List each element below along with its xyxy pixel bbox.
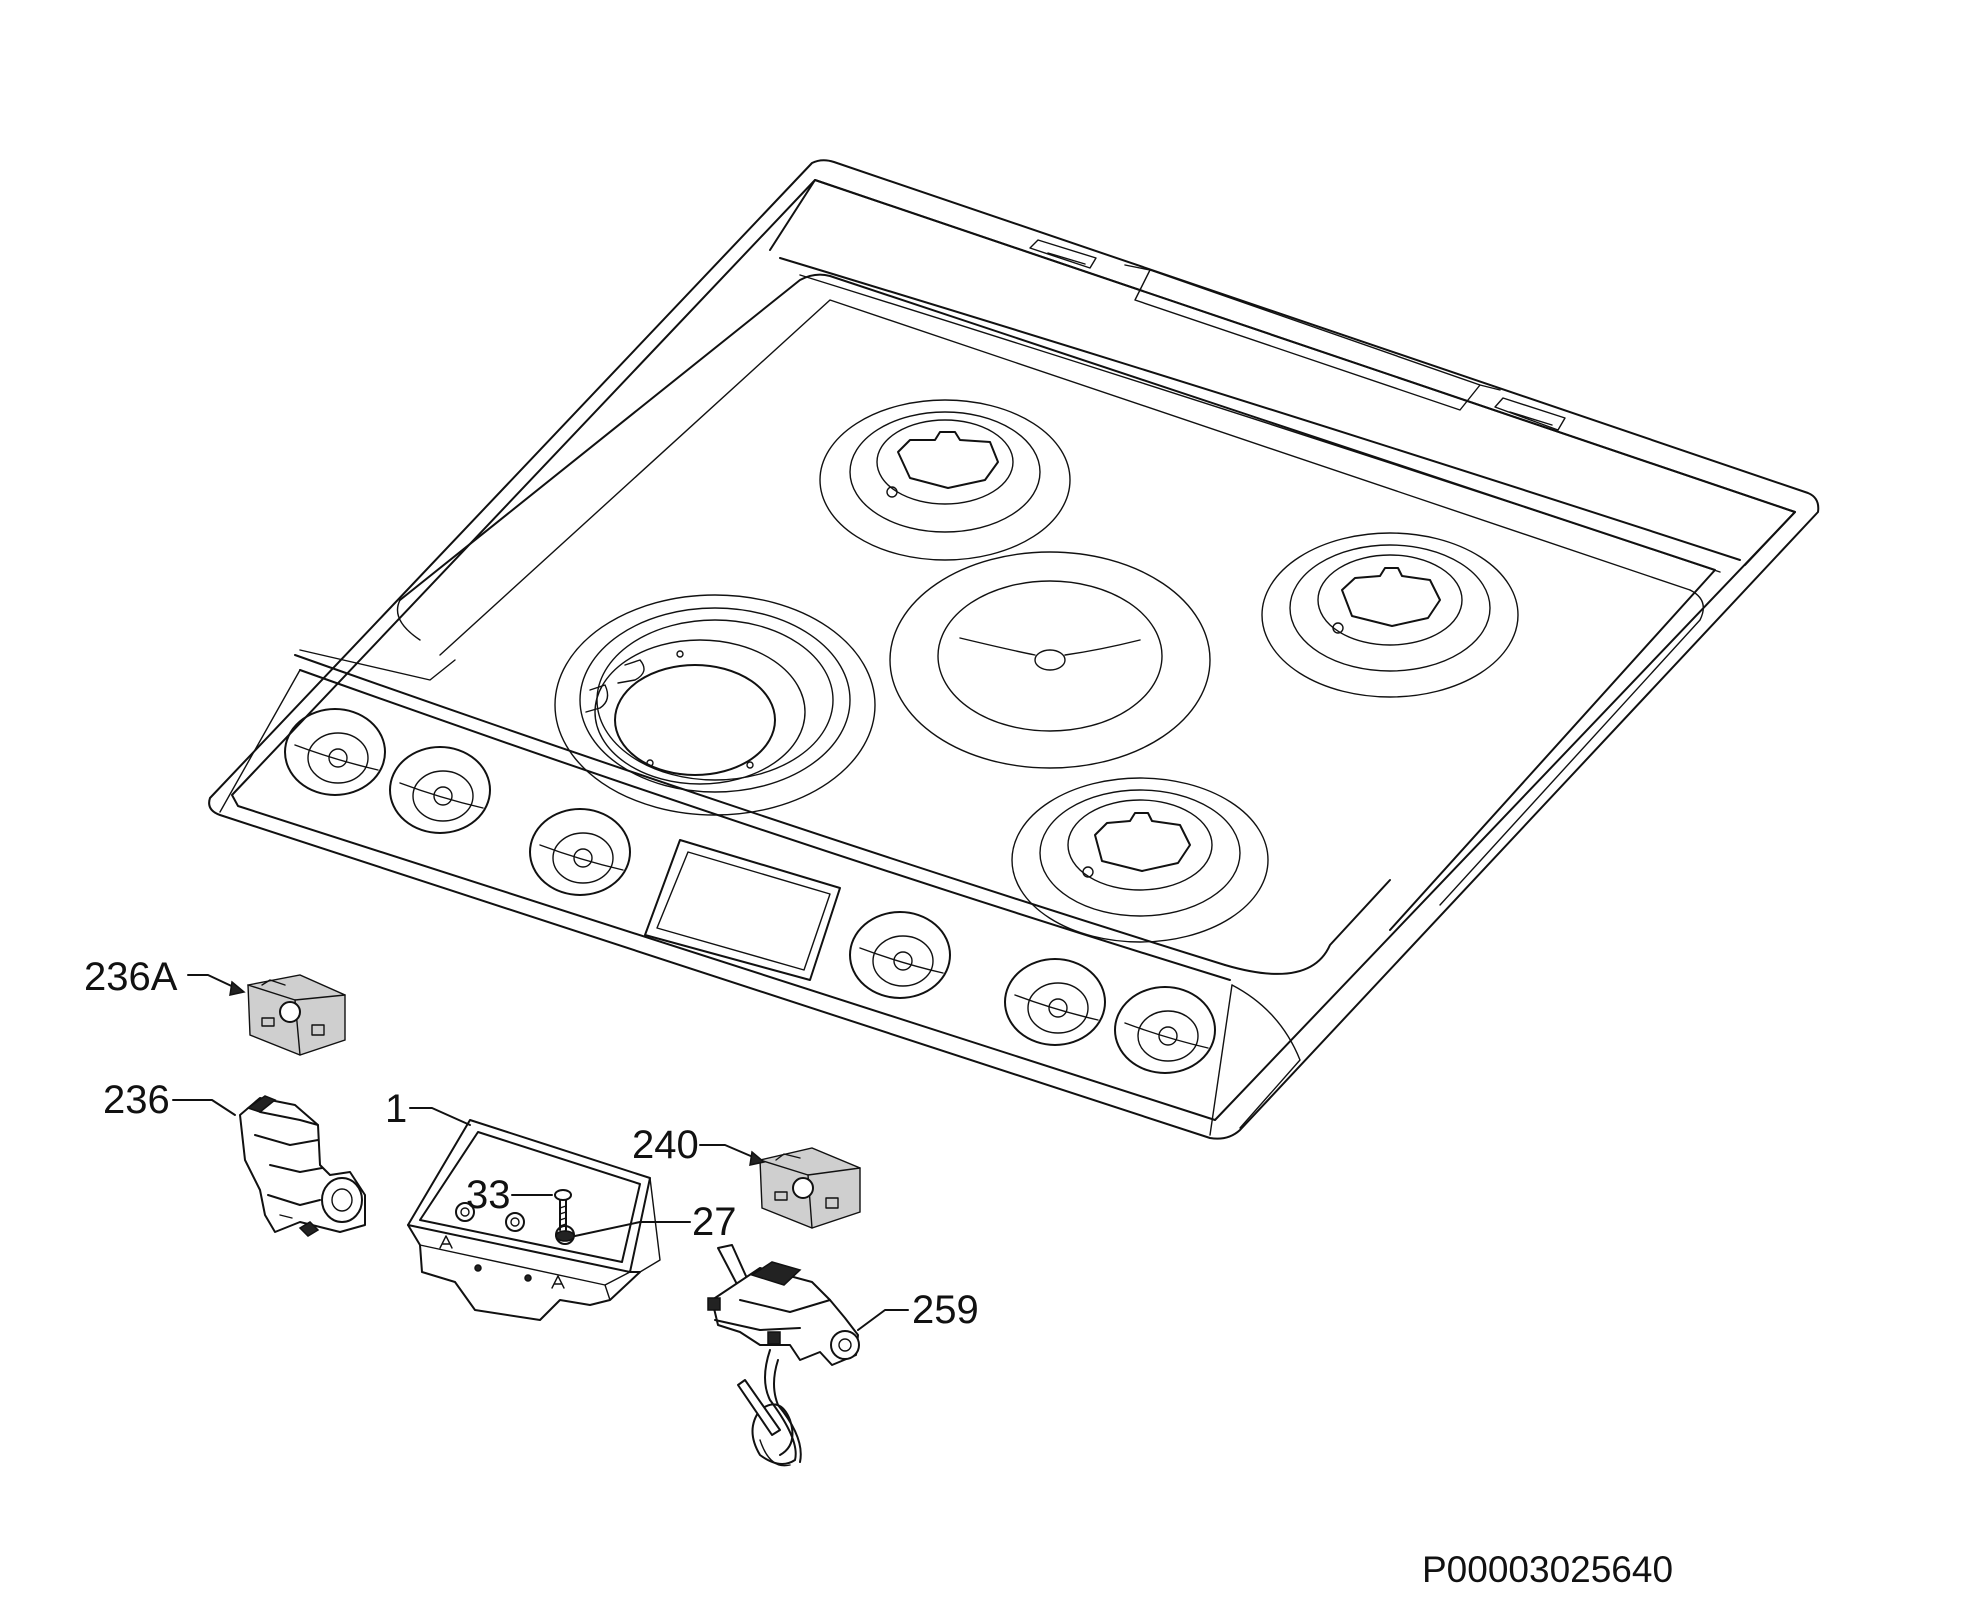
burner-front-left-wok (554, 594, 876, 816)
callout-1: 1 (385, 1087, 407, 1131)
cooktop-panel (208, 159, 1820, 1140)
callout-240: 240 (632, 1123, 699, 1167)
callout-236: 236 (103, 1078, 170, 1122)
cooking-zone-center (889, 551, 1211, 769)
knob-recess-3 (529, 808, 631, 896)
knob-recess-1 (284, 708, 386, 796)
part-27-grommet (555, 1230, 575, 1242)
part-240-switch (759, 1147, 861, 1229)
leader-27 (574, 1221, 691, 1237)
leader-240 (699, 1144, 761, 1161)
burner-front-right (1011, 777, 1269, 943)
callout-leaders (172, 974, 909, 1331)
knob-recess-5 (1004, 958, 1106, 1046)
leader-236 (172, 1099, 236, 1116)
display-window (644, 839, 841, 981)
callout-236a: 236A (84, 955, 178, 999)
knob-recess-4 (849, 911, 951, 999)
part-259-thermostat-valve (707, 1244, 860, 1467)
arrow-240 (749, 1150, 766, 1166)
part-1-control-box (407, 1119, 661, 1321)
leader-1 (409, 1107, 471, 1126)
leader-259 (857, 1309, 909, 1331)
callout-259: 259 (912, 1288, 979, 1332)
part-236-gas-valve (239, 1095, 366, 1237)
part-33-screw (554, 1189, 572, 1231)
drawing-code: P00003025640 (1422, 1549, 1673, 1590)
callout-33: 33 (466, 1173, 511, 1217)
knob-recesses (284, 708, 1216, 1074)
part-236a-switch (247, 974, 346, 1056)
burner-rear-left (819, 399, 1071, 561)
leader-236a (187, 974, 241, 991)
knob-recess-6 (1114, 986, 1216, 1074)
burner-rear-right (1261, 532, 1519, 698)
callout-27: 27 (692, 1200, 737, 1244)
arrow-236a (229, 980, 246, 996)
knob-recess-2 (389, 746, 491, 834)
